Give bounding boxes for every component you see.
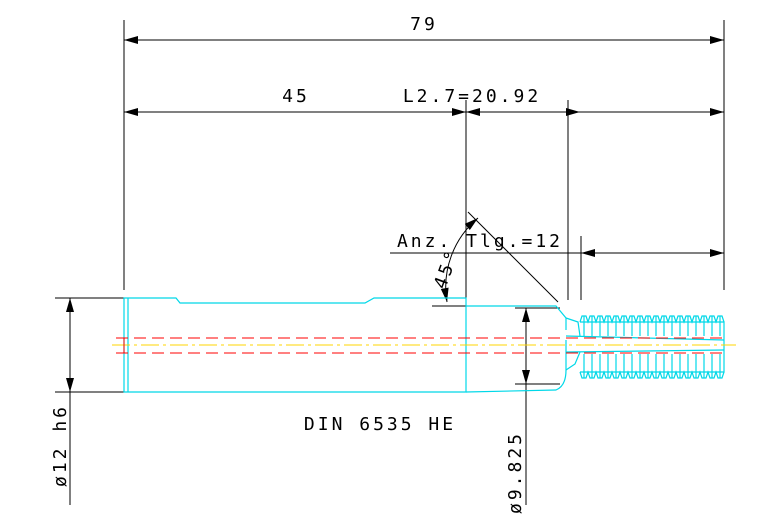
shank-diameter-label: ø12 h6 — [50, 404, 71, 487]
shank-length-label: 45 — [282, 86, 310, 107]
core-taper-bottom — [565, 349, 725, 353]
overall-length-label: 79 — [410, 14, 438, 35]
chamfer-angle-arc — [440, 217, 479, 303]
dimension-lines — [55, 20, 725, 505]
thread-length-label: L2.7=20.92 — [403, 86, 541, 107]
neck-transition — [565, 317, 581, 337]
thread-envelope — [580, 321, 725, 373]
shank-body — [123, 297, 467, 393]
thread-section — [579, 315, 725, 379]
thread-teeth-bottom — [579, 370, 725, 379]
neck-body — [465, 305, 567, 393]
thread-count-label: Anz. Tlg.=12 — [397, 231, 563, 252]
neck-diameter-label: ø9.825 — [505, 431, 526, 514]
thread-teeth-top — [579, 315, 725, 324]
standard-label: DIN 6535 HE — [304, 414, 456, 435]
chamfer-angle-label: 45° — [430, 246, 464, 292]
centerlines — [112, 337, 736, 354]
neck-transition-lower — [565, 351, 581, 371]
thread-flutes — [583, 316, 721, 378]
part-outline — [123, 297, 725, 393]
chamfer-leader-line — [467, 211, 559, 303]
